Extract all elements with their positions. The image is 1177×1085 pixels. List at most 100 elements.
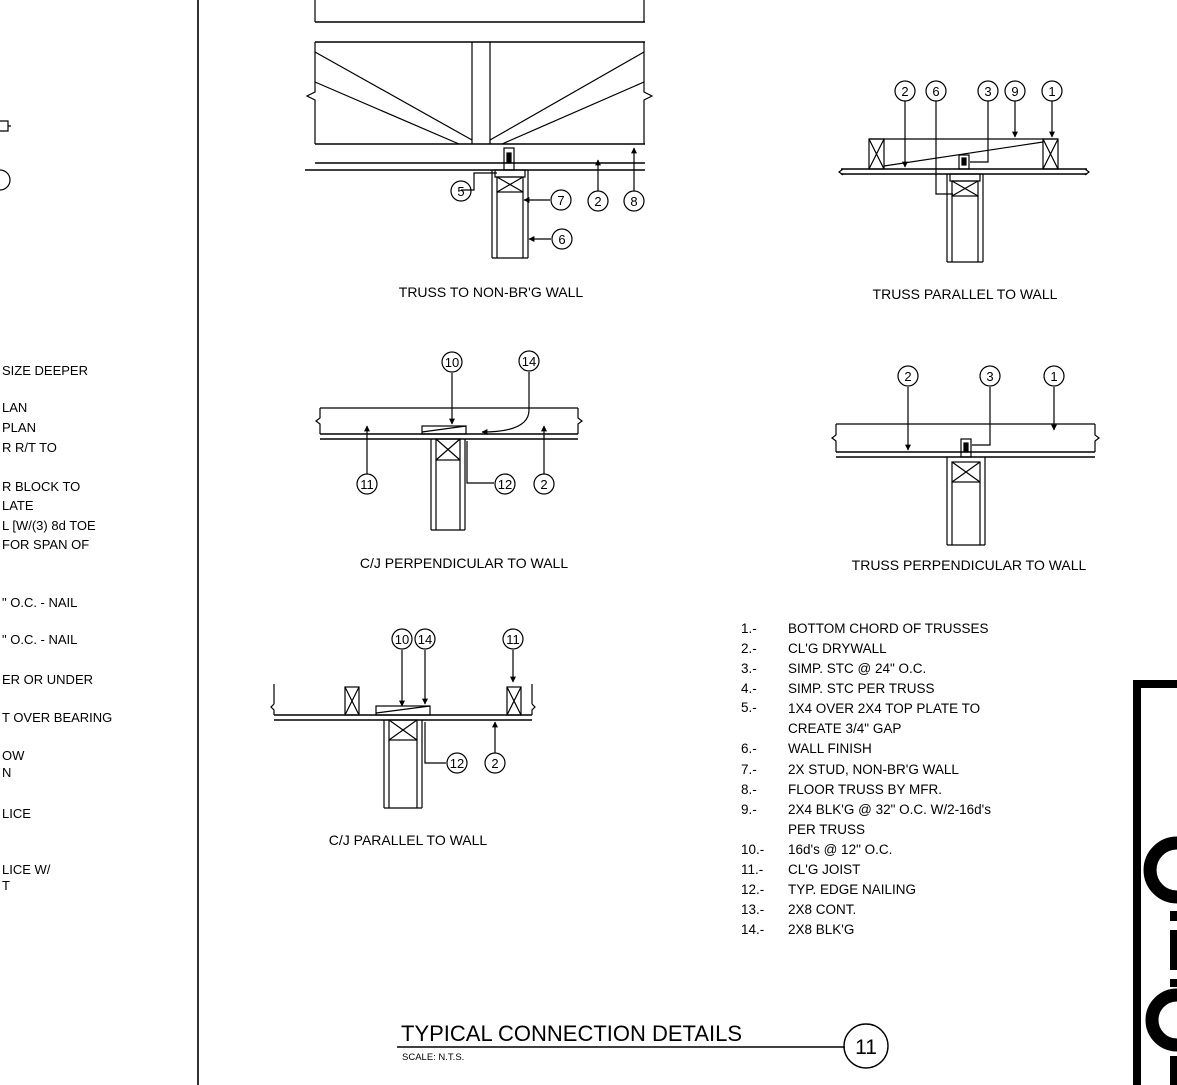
joist-cross — [506, 686, 522, 716]
note-number: 12.- — [741, 882, 764, 897]
note-text: BOTTOM CHORD OF TRUSSES — [788, 621, 989, 636]
bubble-label: 2 — [904, 369, 911, 384]
left-note-fragment: " O.C. - NAIL — [2, 595, 77, 610]
break-line — [270, 684, 536, 715]
note-text: 2X4 BLK'G @ 32" O.C. W/2-16d's — [788, 802, 991, 817]
note-text: SIMP. STC PER TRUSS — [788, 681, 935, 696]
left-note-fragment: T OVER BEARING — [2, 710, 112, 725]
bubble-label: 1 — [1050, 369, 1057, 384]
stc-clip-detail — [963, 442, 969, 453]
break-line — [315, 408, 583, 434]
left-note-fragment: L [W/(3) 8d TOE — [2, 518, 96, 533]
detail-cj-perpendicular-to-wall — [315, 350, 583, 531]
callout-bubble — [1004, 80, 1026, 102]
bubble-label: 7 — [557, 193, 564, 208]
left-note-fragment: R BLOCK TO — [2, 479, 80, 494]
bubble-label: 14 — [522, 354, 536, 369]
callout-bubble — [484, 752, 506, 774]
note-number: 11.- — [741, 862, 763, 877]
bubble-label: 9 — [1011, 84, 1018, 99]
blocking-diagonal — [421, 425, 467, 433]
leader-12 — [466, 441, 494, 484]
stc-clip-detail — [961, 157, 967, 166]
left-note-fragment: T — [2, 878, 10, 893]
top-plate — [435, 438, 461, 461]
joist-left — [344, 686, 360, 716]
top-plate — [388, 719, 418, 741]
bubble-label: 12 — [450, 756, 464, 771]
detail-4-labels: 2 3 1 TRUSS PERPENDICULAR TO WALL — [852, 369, 1087, 573]
left-note-fragment: OW — [2, 748, 25, 763]
truss-vertical-web — [471, 42, 491, 144]
bubble-label: 1 — [1048, 84, 1055, 99]
wall-studs — [383, 720, 423, 808]
left-note-fragment: FOR SPAN OF — [2, 537, 89, 552]
callout-bubble — [897, 365, 919, 387]
title-letter-fragment — [1145, 988, 1177, 1052]
bubble-label: 2 — [540, 477, 547, 492]
note-number: 4.- — [741, 681, 757, 696]
bubble-label: 8 — [630, 194, 637, 209]
blocking-diagonal — [883, 141, 1044, 167]
left-note-fragment: LICE — [2, 806, 31, 821]
break-line — [643, 42, 654, 144]
partial-symbol — [0, 120, 11, 132]
left-note-fragment: R R/T TO — [2, 440, 57, 455]
callout-bubble — [533, 473, 555, 495]
wall-studs — [946, 457, 986, 545]
callout-bubble — [894, 80, 916, 102]
plate-cross — [388, 719, 418, 741]
note-text: WALL FINISH — [788, 741, 872, 756]
callout-bubble — [1043, 365, 1065, 387]
note-number: 8.- — [741, 782, 757, 797]
stc-clip — [958, 154, 970, 170]
wall-studs — [491, 170, 529, 258]
leader-12 — [424, 722, 446, 764]
blocking-diagonal — [375, 705, 431, 714]
title-letter-fragment — [1170, 911, 1177, 921]
leader-3 — [972, 387, 991, 446]
note-text: FLOOR TRUSS BY MFR. — [788, 782, 942, 797]
detail-truss-perpendicular-to-wall — [831, 365, 1100, 546]
detail-truss-parallel-to-wall — [838, 80, 1090, 263]
top-plate — [951, 461, 981, 483]
bubble-label: 6 — [558, 232, 565, 247]
left-note-fragment: SIZE DEEPER — [2, 363, 88, 378]
note-text: PER TRUSS — [788, 822, 865, 837]
sheet-title-strip — [1133, 680, 1177, 1085]
plate-cross — [496, 176, 524, 193]
callout-bubble — [551, 228, 573, 250]
callout-bubble — [356, 473, 378, 495]
bubble-label: 2 — [491, 756, 498, 771]
left-cutoff-panel: SIZE DEEPER LAN PLAN R R/T TO R BLOCK TO… — [0, 0, 199, 1085]
callout-bubble — [441, 351, 463, 373]
bubble-label: 2 — [901, 84, 908, 99]
note-number: 1.- — [741, 621, 757, 636]
top-plate — [949, 173, 981, 182]
detail-5-labels: 10 14 11 12 2 C/J PARALLEL TO WALL — [329, 632, 520, 848]
callout-bubble — [587, 190, 609, 212]
bubble-label: 14 — [418, 632, 432, 647]
blocking — [421, 425, 467, 435]
detail-2-labels: 2 6 3 9 1 TRUSS PARALLEL TO WALL — [873, 84, 1058, 302]
callout-bubble — [450, 180, 472, 202]
note-number: 7.- — [741, 762, 757, 777]
note-text: 16d's @ 12" O.C. — [788, 842, 892, 857]
bubble-label: 12 — [498, 477, 512, 492]
bubble-label: 3 — [986, 369, 993, 384]
bubble-label: 6 — [932, 84, 939, 99]
note-number: 9.- — [741, 802, 757, 817]
note-text: CREATE 3/4" GAP — [788, 721, 901, 736]
note-text: SIMP. STC @ 24" O.C. — [788, 661, 926, 676]
note-number: 10.- — [741, 842, 764, 857]
note-text: 2X8 BLK'G — [788, 922, 854, 937]
note-number: 3.- — [741, 661, 757, 676]
detail-3-labels: 10 14 11 12 2 C/J PERPENDICULAR TO WALL — [360, 354, 568, 571]
detail-title: TYPICAL CONNECTION DETAILS — [401, 1021, 742, 1046]
left-note-fragment: " O.C. - NAIL — [2, 632, 77, 647]
detail-caption: C/J PERPENDICULAR TO WALL — [360, 555, 568, 571]
note-text: 2X8 CONT. — [788, 902, 856, 917]
note-number: 6.- — [741, 741, 757, 756]
callout-bubble — [623, 190, 645, 212]
